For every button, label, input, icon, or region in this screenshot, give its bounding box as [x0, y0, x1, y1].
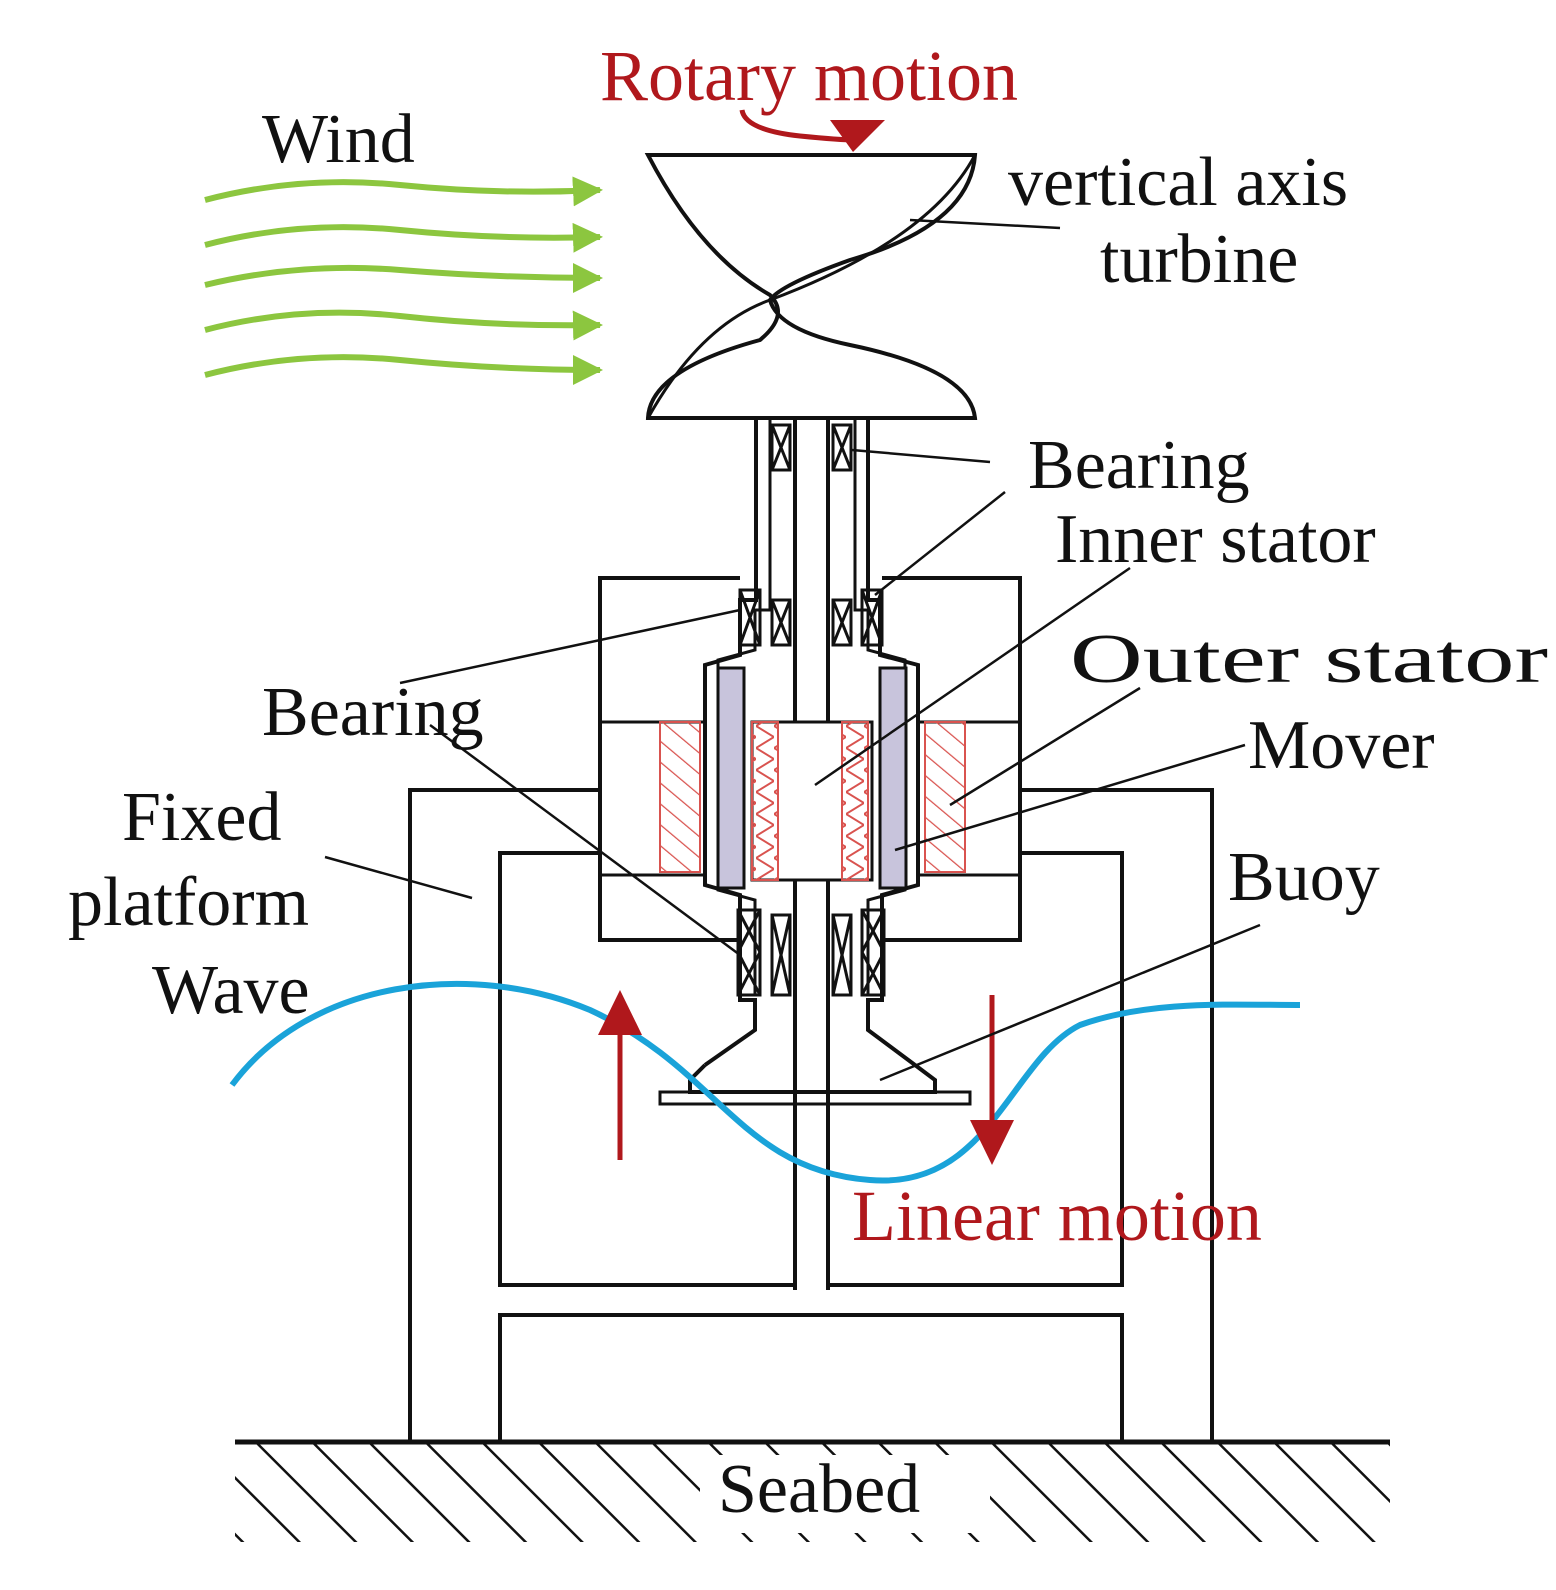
label-inner-stator: Inner stator [1055, 501, 1376, 578]
leader-lines [324, 218, 1261, 1082]
label-seabed: Seabed [718, 1451, 920, 1528]
bearings [736, 423, 886, 997]
seabed [235, 1439, 1390, 1542]
label-buoy: Buoy [1228, 839, 1380, 916]
label-rotary-motion: Rotary motion [600, 36, 1018, 116]
rotary-motion-arrow [739, 109, 885, 152]
wind-arrow [204, 222, 603, 253]
bearing-icon [831, 588, 884, 647]
label-bearing-left: Bearing [262, 674, 484, 751]
bearing-icon [736, 908, 792, 997]
inner-stator [750, 720, 874, 882]
label-turbine-line2: turbine [1100, 221, 1298, 298]
outer-stator-coil-left [659, 721, 701, 873]
label-fixed-line1: Fixed [122, 779, 281, 856]
label-wind: Wind [262, 101, 415, 178]
label-fixed-line2: platform [68, 864, 309, 941]
outer-stator-coil-right [924, 721, 966, 873]
wind-arrow [204, 354, 603, 385]
wind-arrow [204, 176, 603, 207]
linear-motion-arrow-down [970, 995, 1014, 1165]
bearing-icon [770, 423, 792, 472]
label-bearing-top: Bearing [1028, 427, 1250, 504]
label-linear-motion: Linear motion [852, 1176, 1262, 1256]
mover-left [716, 666, 746, 890]
linear-motion-arrow-up [598, 990, 642, 1160]
bearing-icon [831, 423, 853, 472]
wind-arrows [204, 176, 603, 385]
buoy [658, 1063, 972, 1106]
vertical-axis-turbine [644, 153, 978, 420]
wave-curve [229, 980, 1301, 1184]
label-wave: Wave [152, 952, 310, 1029]
wind-arrow [204, 262, 603, 293]
label-mover: Mover [1248, 707, 1435, 784]
mover-right [878, 666, 908, 890]
label-turbine-line1: vertical axis [1008, 144, 1348, 221]
label-outer-stator: Outer stator [1070, 621, 1548, 698]
fixed-platform [408, 788, 1214, 1444]
bearing-icon [738, 588, 792, 647]
wind-arrow [204, 309, 603, 341]
bearing-icon [831, 908, 886, 997]
